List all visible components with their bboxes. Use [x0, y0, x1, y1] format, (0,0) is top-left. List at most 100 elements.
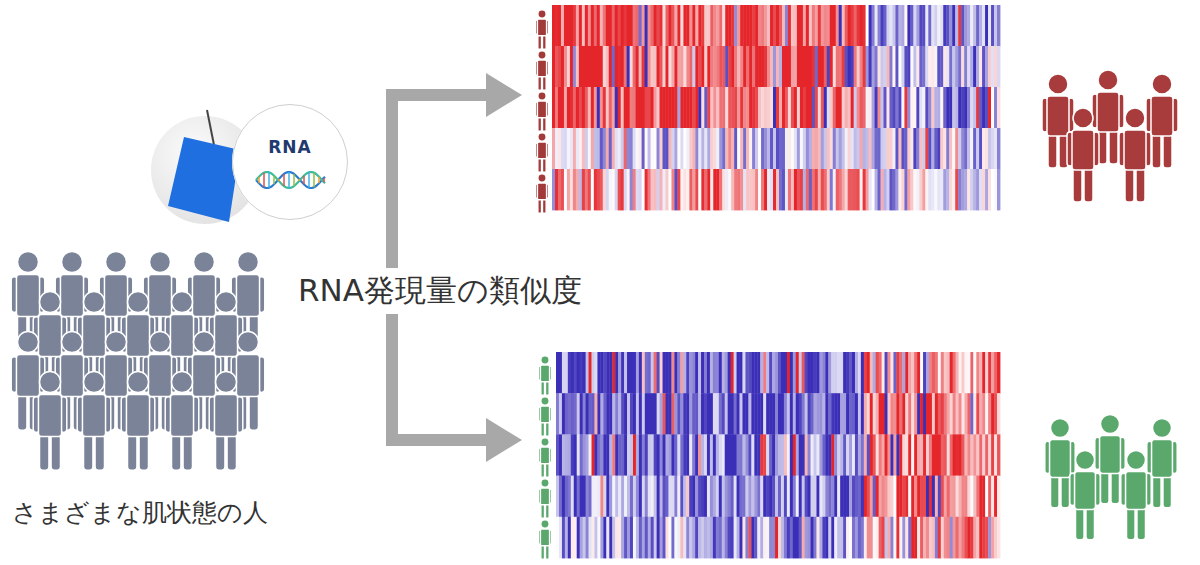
heatmap-cell: [588, 46, 591, 87]
sheet-string: [207, 110, 214, 145]
heatmap-cell: [743, 5, 746, 46]
heatmap-cell: [943, 46, 946, 87]
heatmap-cell: [639, 476, 642, 518]
heatmap-cell: [580, 352, 583, 394]
heatmap-cell: [671, 46, 674, 87]
heatmap-cell: [579, 5, 582, 46]
heatmap-cell: [582, 169, 585, 210]
heatmap-cell: [830, 87, 833, 128]
heatmap-cell: [592, 352, 595, 394]
heatmap-cell: [791, 5, 794, 46]
heatmap-cell: [767, 87, 770, 128]
heatmap-cell: [953, 352, 956, 394]
heatmap-cell: [896, 434, 899, 476]
heatmap-cell: [561, 128, 564, 169]
heatmap-cell: [934, 5, 937, 46]
heatmap-cell: [737, 87, 740, 128]
heatmap-cell: [785, 46, 788, 87]
heatmap-cell: [636, 517, 639, 559]
heatmap-cell: [582, 128, 585, 169]
heatmap-cell: [830, 128, 833, 169]
heatmap-cell: [579, 87, 582, 128]
heatmap-cell: [558, 128, 561, 169]
heatmap-cell: [719, 517, 722, 559]
heatmap-cell: [858, 434, 861, 476]
heatmap-cell: [603, 476, 606, 518]
heatmap-cell: [683, 393, 686, 435]
heatmap-cell: [855, 517, 858, 559]
heatmap-cell: [695, 434, 698, 476]
heatmap-cell: [689, 434, 692, 476]
helix-rung: [268, 172, 270, 187]
person-part: [148, 275, 171, 317]
heatmap-cell: [621, 87, 624, 128]
heatmap-cell: [973, 517, 976, 559]
heatmap-cell: [725, 517, 728, 559]
heatmap-cell: [719, 434, 722, 476]
heatmap-cell: [985, 87, 988, 128]
heatmap-cell: [920, 393, 923, 435]
heatmap-cell: [916, 169, 919, 210]
person-head: [538, 10, 546, 18]
heatmap-cell: [594, 128, 597, 169]
heatmap-cell: [740, 476, 743, 518]
heatmap-cell: [917, 476, 920, 518]
person-icon: [535, 133, 548, 172]
heatmap-cell: [773, 87, 776, 128]
heatmap-cell: [952, 5, 955, 46]
heatmap-cell: [597, 169, 600, 210]
heatmap-cell: [848, 128, 851, 169]
heatmap-cell: [589, 352, 592, 394]
heatmap-cell: [958, 87, 961, 128]
person-head: [84, 372, 105, 393]
heatmap-cell: [821, 46, 824, 87]
heatmap-cell: [872, 128, 875, 169]
person-part: [214, 315, 237, 357]
heatmap-cell: [849, 517, 852, 559]
heatmap-cell: [716, 476, 719, 518]
heatmap-cell: [701, 393, 704, 435]
person-part: [172, 432, 181, 470]
person-part: [537, 101, 546, 118]
heatmap-cell: [893, 434, 896, 476]
heatmap-cell: [689, 352, 692, 394]
heatmap-cell: [770, 5, 773, 46]
heatmap-cell: [976, 434, 979, 476]
heatmap-cell: [698, 5, 701, 46]
person-head: [106, 252, 127, 273]
heatmap-cell: [767, 5, 770, 46]
heatmap-cell: [905, 393, 908, 435]
heatmap-cell: [997, 476, 1000, 518]
heatmap-cell: [775, 393, 778, 435]
heatmap-cell: [824, 87, 827, 128]
heatmap-cell: [988, 128, 991, 169]
person-part: [540, 447, 549, 464]
heatmap-cell: [600, 352, 603, 394]
heatmap-cell: [633, 434, 636, 476]
heatmap-cell: [962, 434, 965, 476]
heatmap-cell: [552, 169, 555, 210]
heatmap-cell: [683, 46, 686, 87]
heatmap-cell: [582, 46, 585, 87]
heatmap-cell: [964, 87, 967, 128]
heatmap-cell: [728, 5, 731, 46]
heatmap-cell: [876, 476, 879, 518]
heatmap-cell: [928, 169, 931, 210]
heatmap-cell: [950, 517, 953, 559]
heatmap-cell: [564, 46, 567, 87]
heatmap-cell: [665, 169, 668, 210]
heatmap-cell: [852, 393, 855, 435]
heatmap-cell: [719, 476, 722, 518]
heatmap-cell: [734, 128, 737, 169]
heatmap-cell: [944, 393, 947, 435]
heatmap-cell: [976, 5, 979, 46]
heatmap-cell: [991, 46, 994, 87]
heatmap-cell: [970, 517, 973, 559]
heatmap-cell: [800, 46, 803, 87]
heatmap-cell: [860, 169, 863, 210]
person-head: [1073, 108, 1093, 128]
heatmap-cell: [583, 393, 586, 435]
heatmap-cell: [772, 476, 775, 518]
person-head: [172, 372, 193, 393]
heatmap-cell: [824, 169, 827, 210]
